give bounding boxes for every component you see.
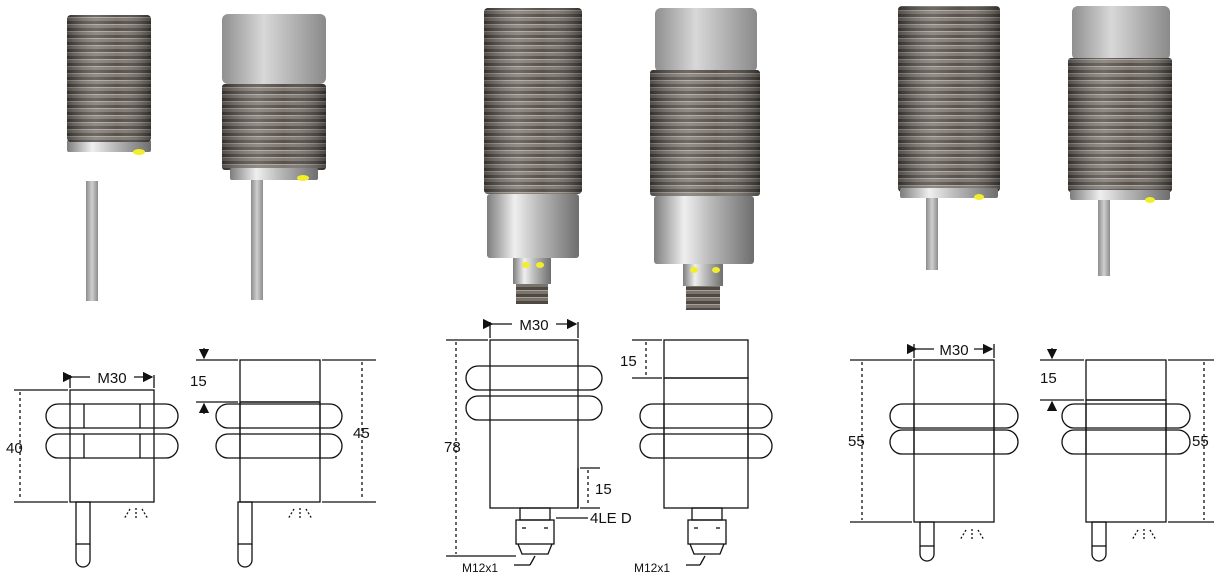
dim-label-m12: M12x1 [634, 561, 670, 575]
dim-label-4led: 4LE D [590, 510, 632, 527]
led-indicator-icon [297, 175, 309, 181]
led-indicator-icon [536, 262, 544, 268]
led-indicator-icon [133, 149, 145, 155]
dim-label-m30: M30 [939, 342, 968, 359]
drawing-nonflush-cable-45 [196, 348, 376, 568]
drawing-nonflush-connector [632, 339, 773, 566]
dim-label-15: 15 [620, 353, 637, 370]
led-indicator-icon [522, 262, 530, 268]
sensor-render-nonflush-cable-short [222, 14, 326, 300]
sensor-render-flush-cable-short [67, 15, 151, 301]
dim-label-15: 15 [1040, 370, 1057, 387]
dim-label-m30: M30 [97, 370, 126, 387]
dim-label-55: 55 [848, 433, 865, 450]
sensor-render-flush-connector [484, 8, 582, 304]
dim-label-40: 40 [6, 440, 23, 457]
drawing-flush-cable-55 [850, 343, 1019, 562]
dim-label-15: 15 [190, 373, 207, 390]
led-indicator-icon [974, 194, 984, 200]
sensor-render-nonflush-cable-long [1068, 6, 1172, 276]
led-indicator-icon [690, 267, 698, 273]
dim-label-m12: M12x1 [462, 561, 498, 575]
dim-label-15: 15 [595, 481, 612, 498]
dim-label-78: 78 [444, 439, 461, 456]
sensor-render-nonflush-connector [650, 8, 760, 310]
dim-label-m30: M30 [519, 317, 548, 334]
dim-label-55: 55 [1192, 433, 1209, 450]
dim-label-45: 45 [353, 425, 370, 442]
drawing-flush-connector-78 [446, 318, 603, 566]
sensor-render-flush-cable-long [898, 6, 1000, 270]
led-indicator-icon [1145, 197, 1155, 203]
led-indicator-icon [712, 267, 720, 273]
drawing-nonflush-cable-55 [1040, 348, 1214, 562]
drawing-flush-cable-40 [14, 371, 179, 568]
